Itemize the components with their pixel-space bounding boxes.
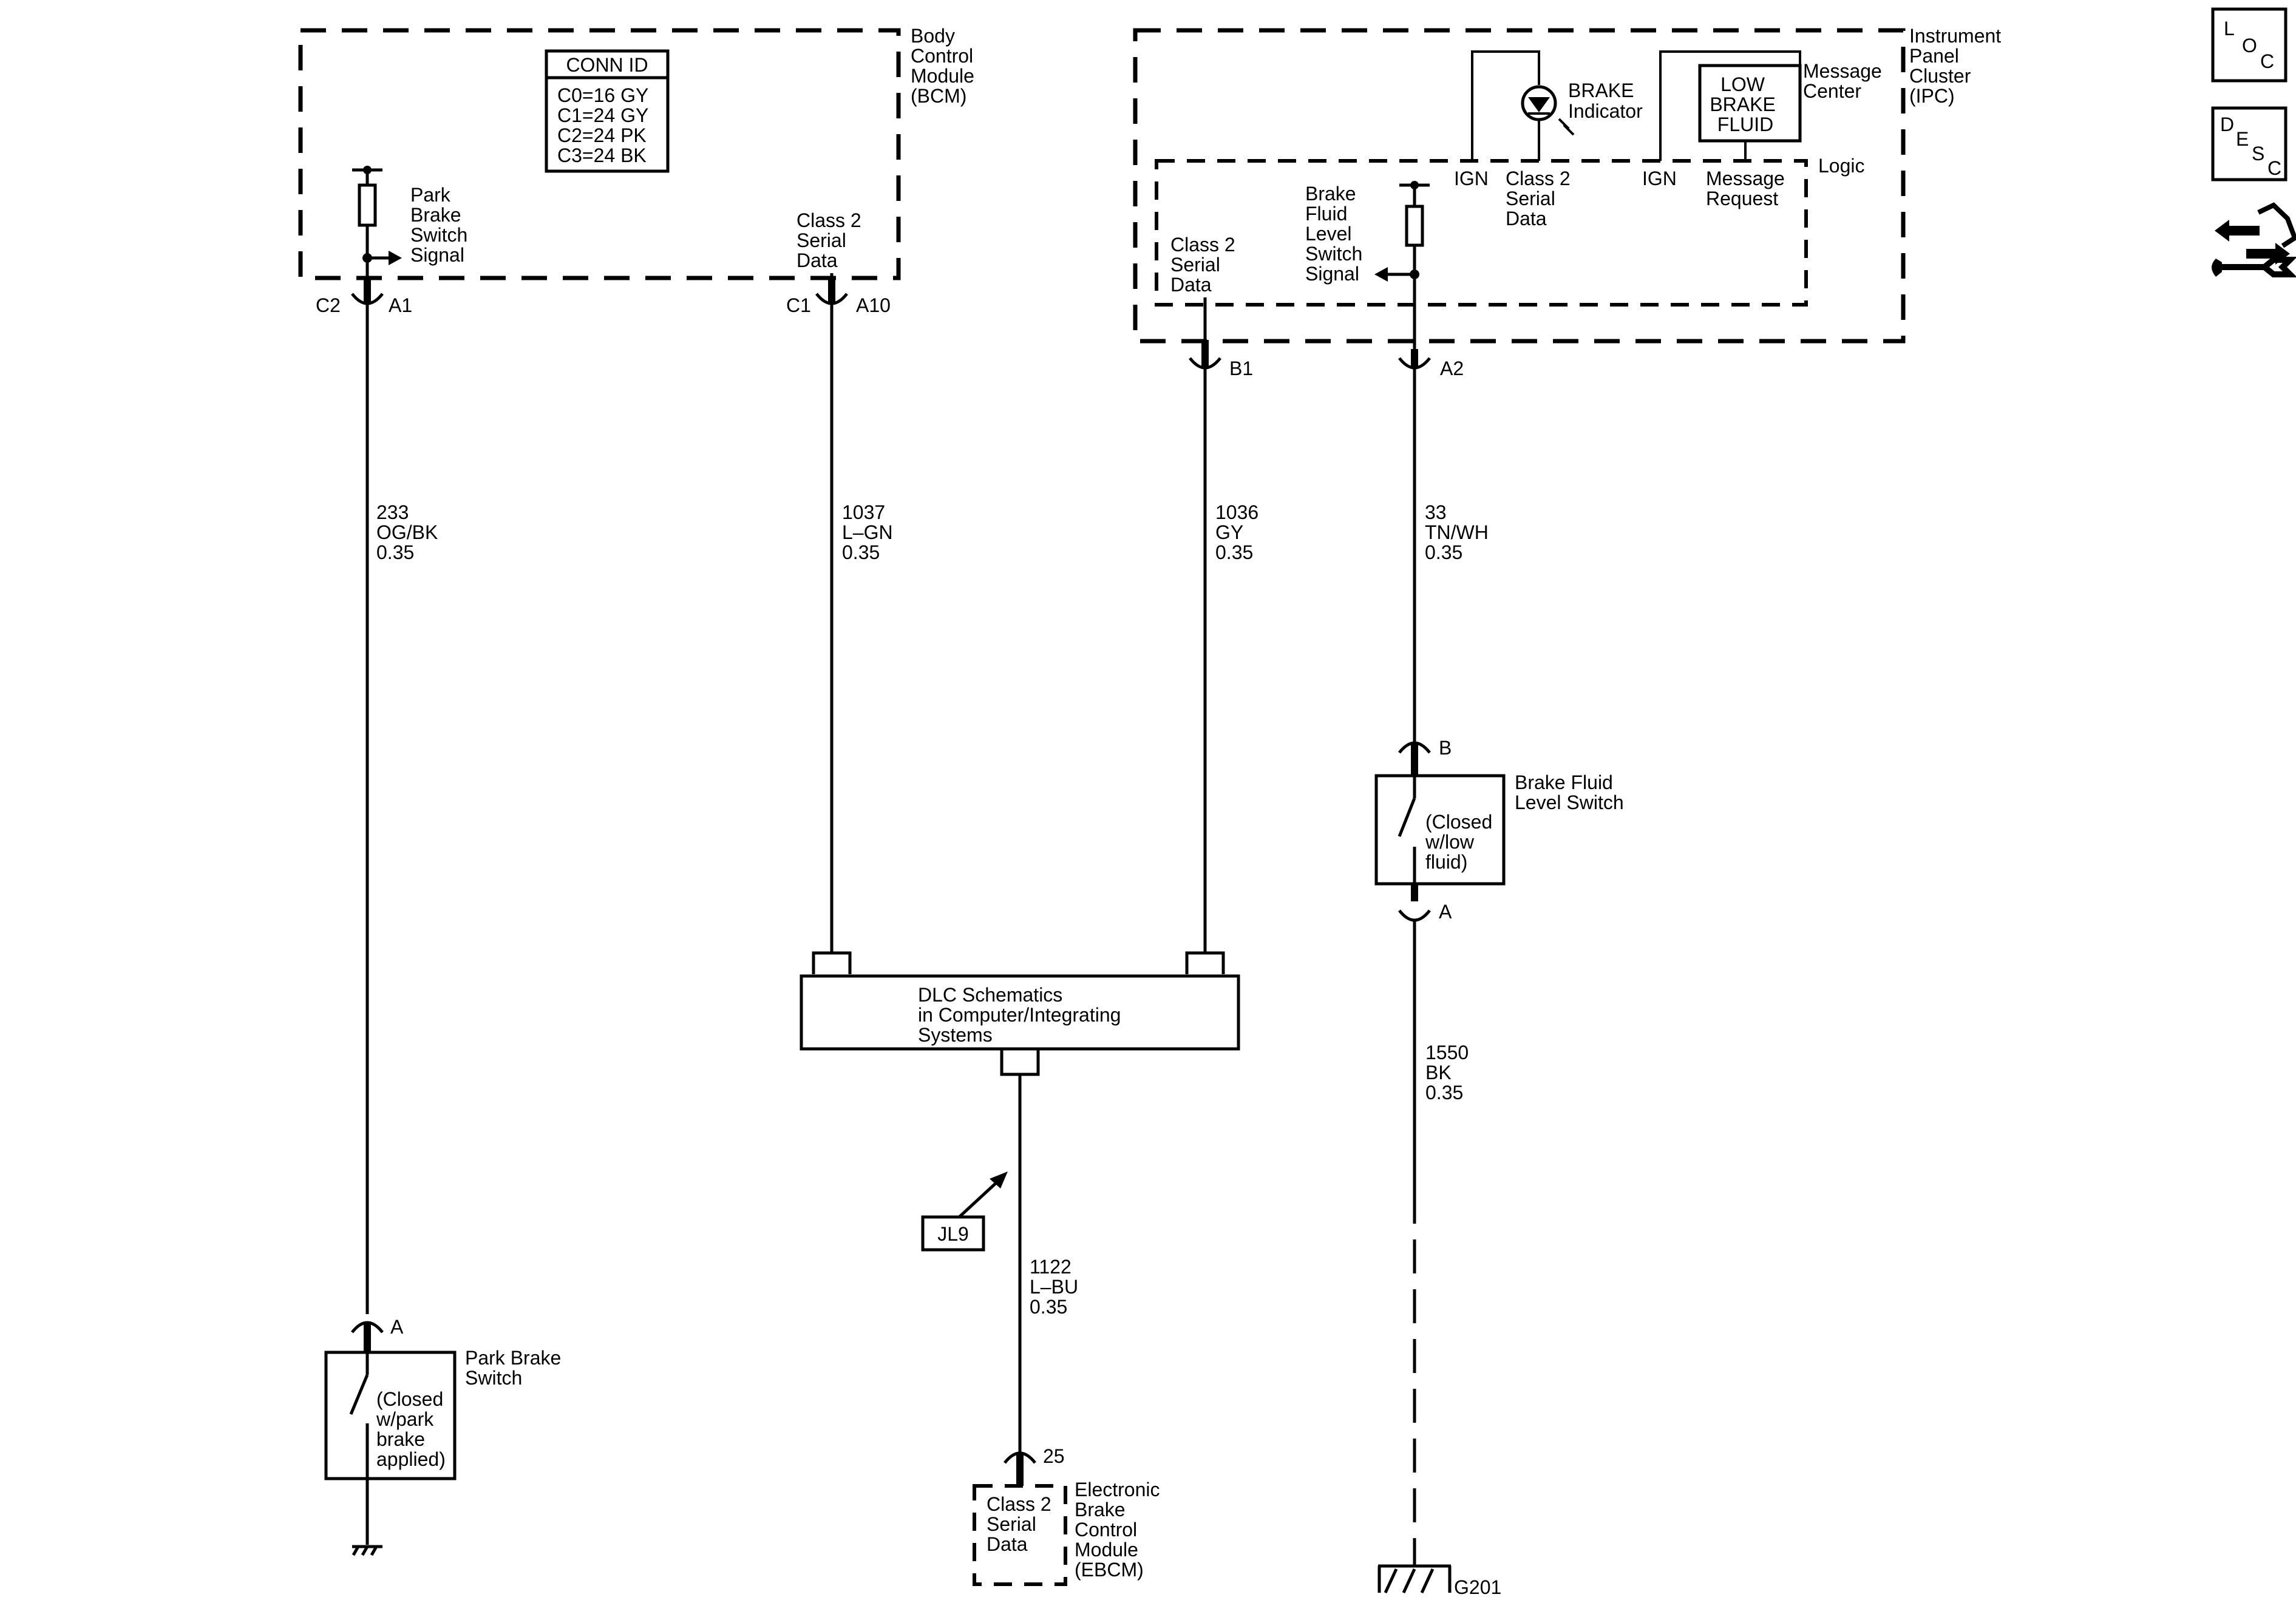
svg-text:B1: B1 — [1229, 358, 1253, 379]
svg-text:S: S — [2252, 143, 2264, 164]
bcm-class2-label: Class 2 Serial Data — [796, 209, 867, 271]
message-center-label: Message Center — [1803, 60, 1887, 102]
ipc-name: Instrument Panel Cluster (IPC) — [1909, 25, 2006, 107]
switch-contact-icon — [349, 1374, 369, 1415]
loc-button[interactable]: L O C — [2211, 7, 2288, 83]
low-brake-fluid-text: LOW BRAKE FLUID — [1710, 73, 1781, 135]
svg-text:A10: A10 — [856, 294, 891, 316]
ebcm-name: Electronic Brake Control Module (EBCM) — [1075, 1479, 1165, 1581]
ipc-message-request: Message Request — [1706, 168, 1790, 209]
conn-id-table: CONN ID C0=16 GY C1=24 GY C2=24 PK C3=24… — [545, 49, 670, 173]
wrench-arrows-icon[interactable] — [2212, 202, 2296, 277]
conn-id-list: C0=16 GY C1=24 GY C2=24 PK C3=24 BK — [557, 84, 654, 166]
ipc-ign-2: IGN — [1642, 168, 1677, 189]
svg-text:233 OG/BK 0.35: 233 OG/BK 0.35 — [376, 501, 443, 563]
svg-text:G201: G201 — [1454, 1576, 1501, 1598]
brake-indicator-label: BRAKE Indicator — [1568, 80, 1643, 122]
ipc-ign-1: IGN — [1454, 168, 1489, 189]
svg-text:1037 L–GN 0.35: 1037 L–GN 0.35 — [842, 501, 898, 563]
arrow-left-icon — [1374, 267, 1388, 282]
park-brake-signal-input: Park Brake Switch Signal — [352, 166, 473, 285]
ipc-class2-mid: Class 2 Serial Data — [1506, 168, 1576, 229]
svg-text:1036 GY 0.35: 1036 GY 0.35 — [1215, 501, 1264, 563]
svg-text:A1: A1 — [389, 294, 412, 316]
svg-text:L: L — [2224, 18, 2235, 39]
wire-1122: 1122 L–BU 0.35 — [1018, 1074, 1084, 1463]
ebcm-pin: 25 — [1043, 1445, 1065, 1467]
ipc-boundary — [1133, 28, 1906, 344]
wire-33: 33 TN/WH 0.35 — [1413, 367, 1494, 747]
park-brake-switch-name: Park Brake Switch — [465, 1347, 566, 1389]
park-brake-switch: A (Closed w/park brake applied) Park Bra… — [324, 1316, 566, 1556]
wire-1550: 1550 BK 0.35 — [1413, 920, 1474, 1554]
ebcm-boundary — [973, 1484, 1067, 1586]
svg-text:O: O — [2242, 35, 2257, 56]
svg-text:D: D — [2220, 114, 2234, 135]
low-brake-fluid-display — [1698, 64, 1802, 143]
bcm-name: Body Control Module (BCM) — [911, 25, 980, 107]
connector-c1-a10: C1 A10 — [786, 278, 891, 316]
ipc-logic-label: Logic — [1818, 155, 1865, 177]
connector-c2-a1: C2 A1 — [316, 278, 412, 316]
svg-text:1550 BK 0.35: 1550 BK 0.35 — [1425, 1042, 1474, 1103]
arrow-right-icon — [389, 251, 402, 265]
svg-text:C2: C2 — [316, 294, 341, 316]
bcm-boundary — [298, 28, 901, 280]
connector-b1: B1 — [1189, 340, 1253, 379]
wire-1037: 1037 L–GN 0.35 — [830, 303, 898, 953]
jl9-callout: JL9 — [921, 1171, 1008, 1252]
message-center: LOW BRAKE FLUID Message Center — [1659, 50, 1887, 161]
switch-contact-icon — [1398, 798, 1416, 837]
ebcm-inner: Class 2 Serial Data — [987, 1493, 1057, 1555]
brake-indicator: BRAKE Indicator — [1471, 50, 1643, 161]
svg-text:B: B — [1439, 737, 1452, 759]
svg-text:A: A — [1439, 901, 1452, 923]
svg-text:C1: C1 — [786, 294, 811, 316]
chassis-ground-icon — [352, 1545, 382, 1556]
svg-text:JL9: JL9 — [937, 1223, 969, 1245]
bcm-module: Body Control Module (BCM) CONN ID C0=16 … — [298, 25, 980, 285]
svg-text:33 TN/WH 0.35: 33 TN/WH 0.35 — [1425, 501, 1494, 563]
brake-fluid-level-switch: B (Closed w/low fluid) Brake Fluid Level… — [1374, 737, 1624, 923]
park-brake-signal-label: Park Brake Switch Signal — [410, 184, 473, 266]
svg-text:A2: A2 — [1440, 358, 1464, 379]
connector-a2: A2 — [1398, 349, 1464, 379]
svg-text:C: C — [2260, 50, 2274, 72]
svg-text:1122 L–BU 0.35: 1122 L–BU 0.35 — [1030, 1256, 1084, 1318]
ipc-module: Instrument Panel Cluster (IPC) Logic BRA… — [1133, 25, 2006, 349]
brake-fluid-switch-name: Brake Fluid Level Switch — [1515, 771, 1624, 813]
svg-text:C: C — [2267, 157, 2281, 179]
dlc-block: DLC Schematics in Computer/Integrating S… — [800, 951, 1240, 1076]
desc-button[interactable]: D E S C — [2211, 106, 2288, 181]
arrow-up-right-icon — [990, 1171, 1008, 1188]
dlc-text: DLC Schematics in Computer/Integrating S… — [918, 984, 1126, 1046]
ground-g201: G201 — [1377, 1554, 1501, 1598]
conn-id-title: CONN ID — [566, 54, 648, 76]
brake-fluid-switch-state: (Closed w/low fluid) — [1425, 811, 1498, 873]
svg-text:E: E — [2236, 128, 2249, 150]
ipc-class2-left: Class 2 Serial Data — [1170, 234, 1241, 296]
brake-fluid-signal-input: Brake Fluid Level Switch Signal — [1305, 181, 1430, 349]
svg-text:A: A — [390, 1316, 404, 1338]
wire-1036: 1036 GY 0.35 — [1203, 367, 1264, 953]
wire-233: 233 OG/BK 0.35 — [365, 303, 443, 1314]
ebcm-module: 25 Class 2 Serial Data Electronic Brake … — [973, 1445, 1165, 1586]
brake-fluid-signal-label: Brake Fluid Level Switch Signal — [1305, 183, 1368, 285]
park-brake-switch-state: (Closed w/park brake applied) — [376, 1388, 449, 1470]
